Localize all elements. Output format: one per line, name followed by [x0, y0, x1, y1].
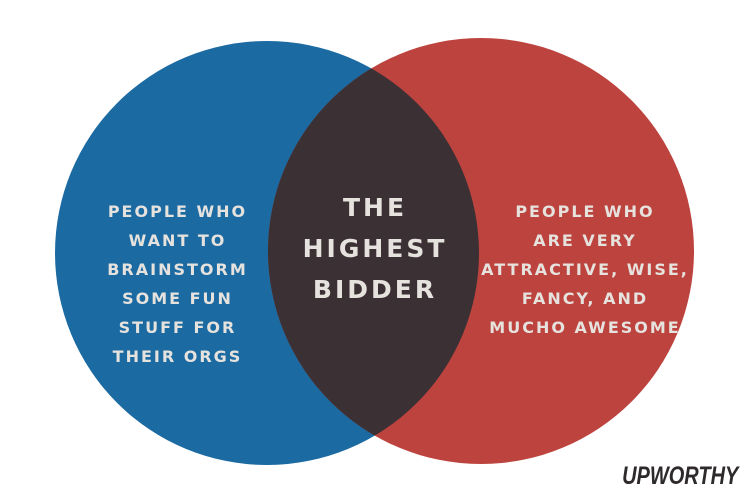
center-label-line: HIGHEST: [302, 234, 448, 263]
right-label-line: ATTRACTIVE, WISE,: [481, 260, 689, 279]
center-label-line: BIDDER: [312, 275, 438, 304]
center-label: THE HIGHEST BIDDER: [290, 187, 460, 310]
right-label-line: PEOPLE WHO: [515, 202, 655, 221]
left-label-line: BRAINSTORM: [107, 260, 248, 279]
right-label-line: FANCY, AND: [521, 289, 649, 308]
center-label-line: THE: [342, 193, 408, 222]
left-label-line: WANT TO: [128, 231, 227, 250]
right-label-line: MUCHO AWESOME: [489, 318, 681, 337]
right-label: PEOPLE WHO ARE VERY ATTRACTIVE, WISE, FA…: [470, 197, 700, 342]
left-label: PEOPLE WHO WANT TO BRAINSTORM SOME FUN S…: [90, 197, 265, 371]
right-label-line: ARE VERY: [533, 231, 637, 250]
left-label-line: STUFF FOR: [118, 318, 237, 337]
left-label-line: SOME FUN: [122, 289, 233, 308]
overlap-region: [268, 41, 479, 464]
upworthy-logo: UPWORTHY: [621, 462, 738, 490]
left-label-line: THEIR ORGS: [112, 347, 243, 366]
left-label-line: PEOPLE WHO: [107, 202, 248, 221]
